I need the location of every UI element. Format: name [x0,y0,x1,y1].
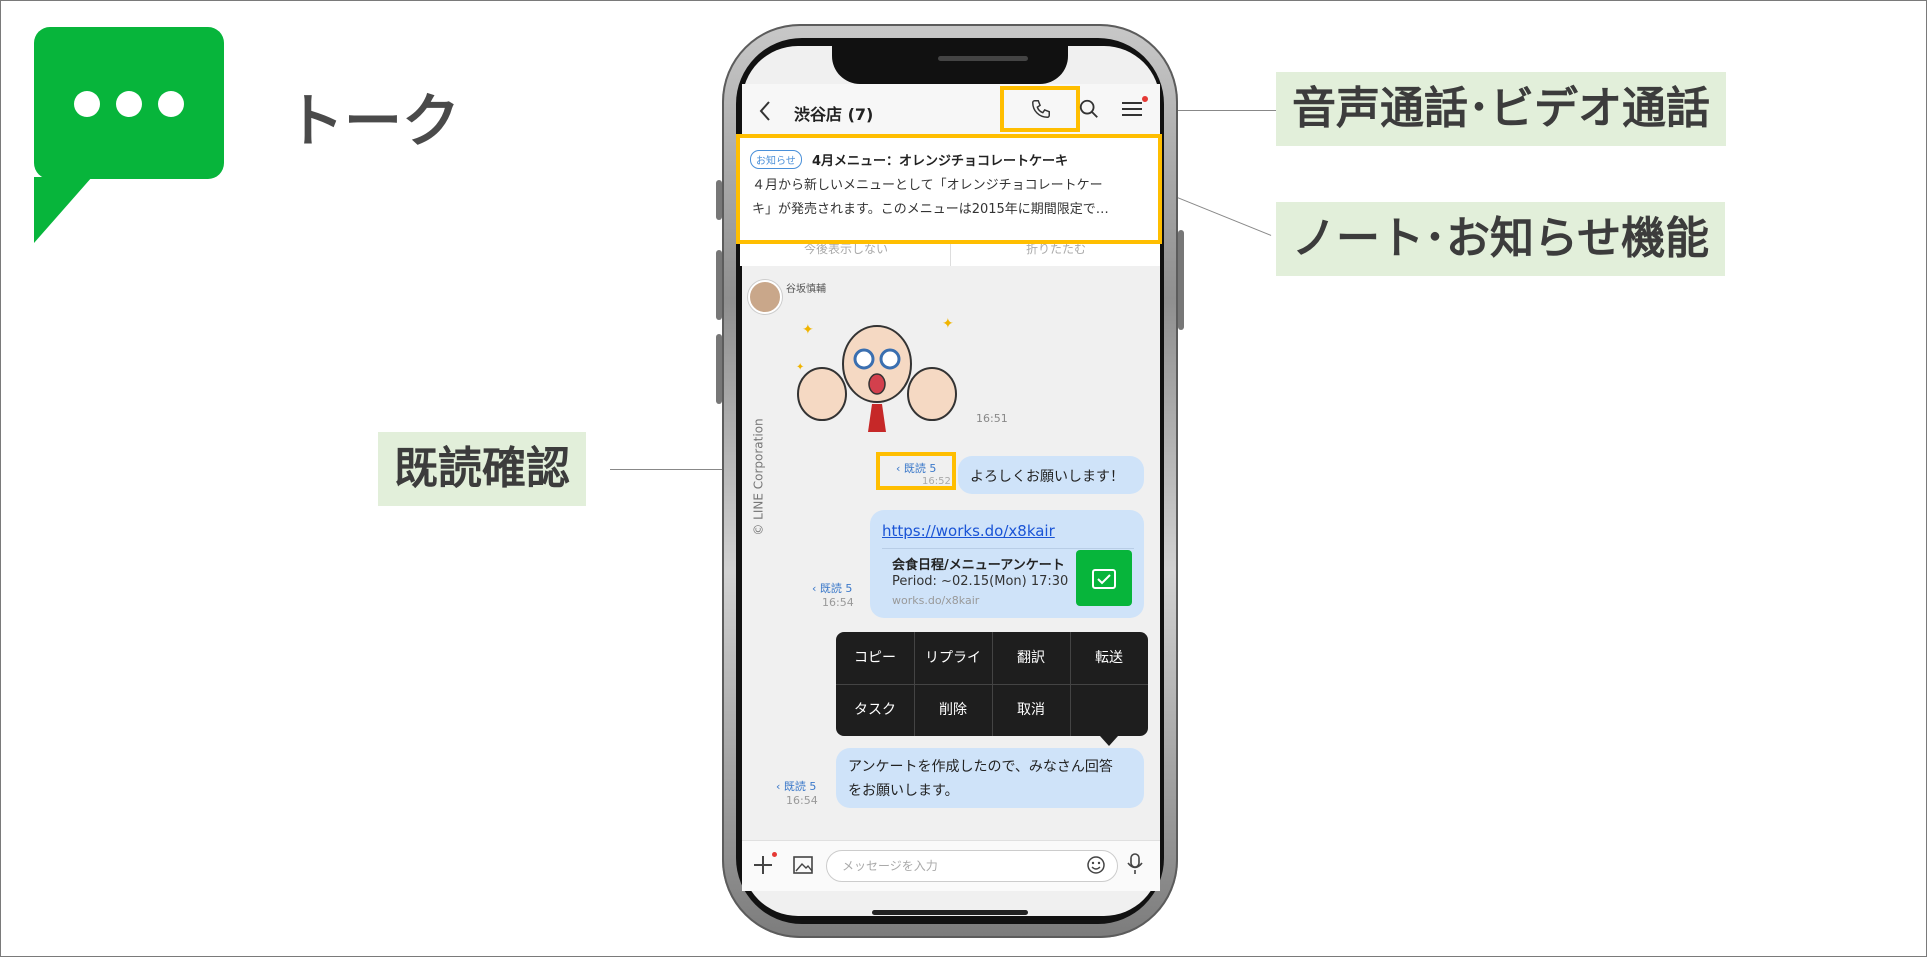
sticker-image[interactable]: ✦ ✦ ✦ [792,304,962,434]
avatar[interactable] [748,280,782,314]
context-menu-separator [914,632,915,736]
search-icon[interactable] [1078,98,1100,120]
menu-task[interactable]: タスク [854,702,896,718]
read-count-3: 既読 5 [783,780,817,793]
menu-icon[interactable] [1120,98,1144,120]
volume-up-button [716,250,722,320]
menu-badge [1142,96,1148,102]
mute-switch [716,180,722,220]
message-text-3-line-2: をお願いします。 [848,783,959,799]
speaker-grill [938,56,1028,61]
message-bubble-1[interactable] [958,456,1144,494]
read-count-2: 既読 5 [819,582,853,595]
message-input[interactable] [826,850,1118,882]
dot-icon [158,91,184,117]
menu-copy[interactable]: コピー [854,650,896,666]
phone-icon[interactable] [1030,98,1052,120]
card-period: Period: ~02.15(Mon) 17:30 [892,574,1069,589]
callout-read: 既読確認 [378,432,586,506]
read-receipt-1[interactable]: ‹ 既読 5 [896,462,937,475]
sticker-time: 16:51 [976,412,1008,425]
notice-title: 4月メニュー：オレンジチョコレートケーキ [812,154,1069,169]
room-name: 渋谷店 (7) [794,105,874,124]
notice-badge: お知らせ [750,150,802,169]
power-button [1178,230,1184,330]
microphone-icon[interactable] [1126,852,1144,876]
context-menu-pointer [1100,736,1118,746]
link-preview-card[interactable] [882,548,1134,611]
notice-highlight [736,134,1162,244]
context-menu-separator [992,632,993,736]
emoji-icon[interactable] [1086,855,1106,875]
dot-icon [74,91,100,117]
page-title: トーク [286,87,461,155]
chat-header [742,84,1160,136]
message-input-placeholder: メッセージを入力 [842,859,938,873]
read-count-1: 既読 5 [903,462,937,475]
talk-app-icon [34,27,224,243]
callout-call: 音声通話･ビデオ通話 [1276,72,1726,146]
check-icon [1092,569,1116,589]
copyright-text: © LINE Corporation [751,418,766,536]
svg-text:✦: ✦ [942,316,954,332]
card-url: works.do/x8kair [892,594,980,607]
msg1-time: 16:52 [922,476,951,484]
card-title: 会食日程/メニューアンケート [892,558,1065,573]
volume-down-button [716,334,722,404]
phone-notch [832,38,1068,84]
menu-translate[interactable]: 翻訳 [1017,650,1045,666]
context-menu-separator [1070,632,1071,736]
read-receipt-3[interactable]: ‹ 既読 5 [776,780,817,793]
call-highlight [1000,86,1080,132]
msg2-time: 16:54 [822,596,854,609]
plus-icon[interactable] [752,854,774,876]
read-highlight [876,452,956,490]
notice-divider [950,244,951,266]
dot-icon [116,91,142,117]
notice-line-2: キ」が発売されます。このメニューは2015年に期間限定で… [752,202,1109,217]
message-bubble-3[interactable] [836,748,1144,808]
menu-forward[interactable]: 転送 [1095,650,1123,666]
survey-icon [1076,550,1132,606]
message-text-1: よろしくお願いします！ [970,469,1124,485]
callout-line-call [1080,110,1276,111]
svg-text:✦: ✦ [796,362,804,373]
menu-reply[interactable]: リプライ [925,650,981,666]
menu-delete[interactable]: 削除 [939,702,967,718]
back-icon[interactable] [758,100,772,122]
notice-collapse-button[interactable]: 折りたたむ [1025,244,1086,256]
image-icon[interactable] [792,855,814,875]
plus-badge [772,852,777,857]
callout-notice: ノート･お知らせ機能 [1276,202,1726,276]
menu-empty-slot [1070,684,1148,736]
speech-tail [34,177,92,243]
svg-text:✦: ✦ [802,322,814,338]
sender-name: 谷坂慎輔 [786,284,826,295]
message-link[interactable]: https://works.do/x8kair [882,522,1055,540]
home-indicator [872,910,1028,915]
message-text-3-line-1: アンケートを作成したので、みなさん回答 [848,759,1113,775]
read-receipt-2[interactable]: ‹ 既読 5 [812,582,853,595]
menu-unsend[interactable]: 取消 [1017,702,1045,718]
msg3-time: 16:54 [786,794,818,807]
notice-hide-button[interactable]: 今後表示しない [803,244,888,256]
notice-line-1: ４月から新しいメニューとして「オレンジチョコレートケー [752,178,1103,193]
